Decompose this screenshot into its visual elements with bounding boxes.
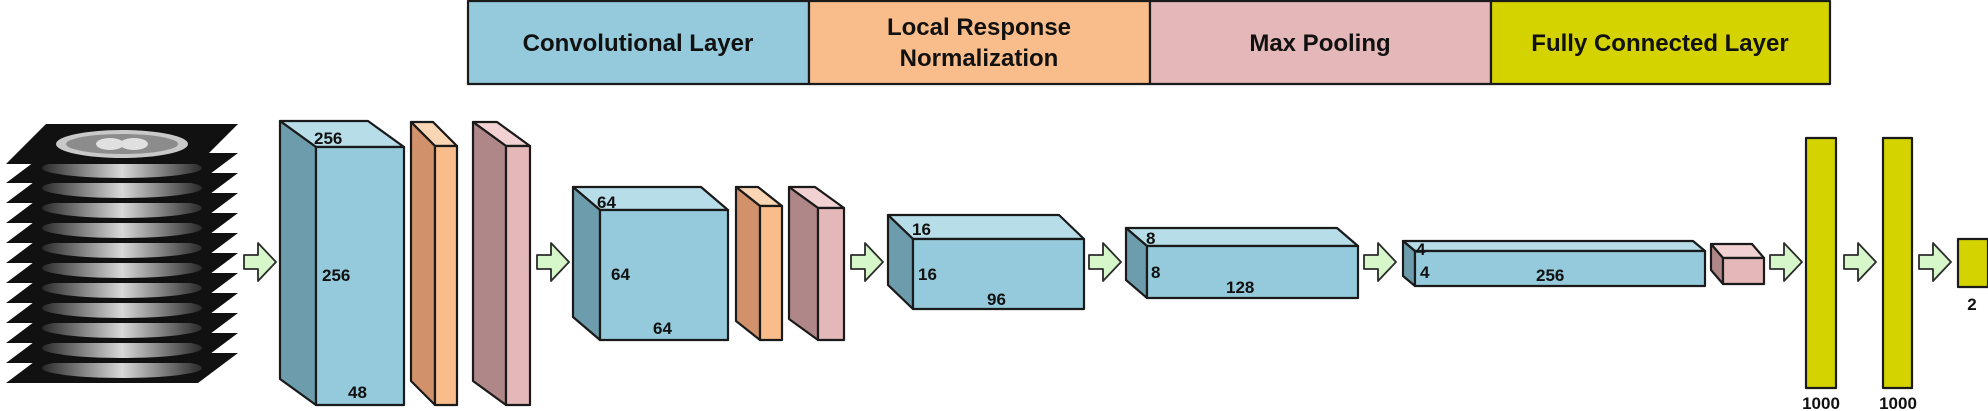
conv1-depth-label: 256 <box>314 129 342 148</box>
conv4-width-label: 128 <box>1226 278 1254 297</box>
conv2-height-label: 64 <box>611 265 630 284</box>
conv3-depth-label: 16 <box>912 220 931 239</box>
legend-pool-swatch <box>1148 0 1493 86</box>
conv1-block: 256 256 48 <box>278 119 406 407</box>
pool1-block <box>471 120 532 407</box>
arrow-icon <box>1088 242 1122 282</box>
arrow-icon <box>1843 242 1877 282</box>
conv4-depth-label: 8 <box>1146 229 1155 248</box>
arrow-icon <box>1363 242 1397 282</box>
legend-conv-label: Convolutional Layer <box>523 30 754 57</box>
conv1-height-label: 256 <box>322 266 350 285</box>
legend: Convolutional Layer Local Response Norma… <box>466 0 1832 86</box>
legend-lrn-swatch <box>807 0 1152 86</box>
conv4-height-label: 8 <box>1151 263 1160 282</box>
conv2-block: 64 64 64 <box>571 185 730 342</box>
conv3-height-label: 16 <box>918 265 937 284</box>
pool2-block <box>787 185 846 342</box>
fc1-size-label: 1000 <box>1802 394 1840 411</box>
arrow-icon <box>536 242 570 282</box>
conv3-width-label: 96 <box>987 290 1006 309</box>
output-layer: 2 <box>1956 237 1988 314</box>
legend-fc-label: Fully Connected Layer <box>1531 30 1788 57</box>
legend-pool-label: Max Pooling <box>1249 30 1390 57</box>
fc2-size-label: 1000 <box>1879 394 1917 411</box>
legend-lrn-label-line2: Normalization <box>900 45 1059 72</box>
conv5-depth-label: 4 <box>1416 240 1426 259</box>
pool3-block <box>1709 242 1766 286</box>
legend-conv-swatch <box>466 0 811 86</box>
legend-lrn-label-line1: Local Response <box>887 14 1071 41</box>
lrn1-block <box>409 120 459 407</box>
conv1-width-label: 48 <box>348 383 367 402</box>
conv3-block: 16 16 96 <box>886 213 1086 311</box>
conv5-block: 4 4 256 <box>1401 239 1707 288</box>
arrow-icon <box>850 242 884 282</box>
output-size-label: 2 <box>1967 295 1976 314</box>
arrow-icon <box>1918 242 1952 282</box>
fc1-layer: 1000 <box>1802 136 1840 411</box>
conv5-width-label: 256 <box>1536 266 1564 285</box>
fc2-layer: 1000 <box>1879 136 1917 411</box>
ct-slice-top <box>6 124 238 164</box>
arrow-icon <box>243 242 277 282</box>
conv2-width-label: 64 <box>653 319 672 338</box>
lrn2-block <box>734 185 784 342</box>
ct-image-stack <box>6 124 238 383</box>
conv4-block: 8 8 128 <box>1124 226 1360 300</box>
arrow-icon <box>1769 242 1803 282</box>
flow-arrows <box>243 242 1952 282</box>
conv5-height-label: 4 <box>1420 263 1430 282</box>
conv2-depth-label: 64 <box>597 193 616 212</box>
legend-fc-swatch <box>1489 0 1832 86</box>
